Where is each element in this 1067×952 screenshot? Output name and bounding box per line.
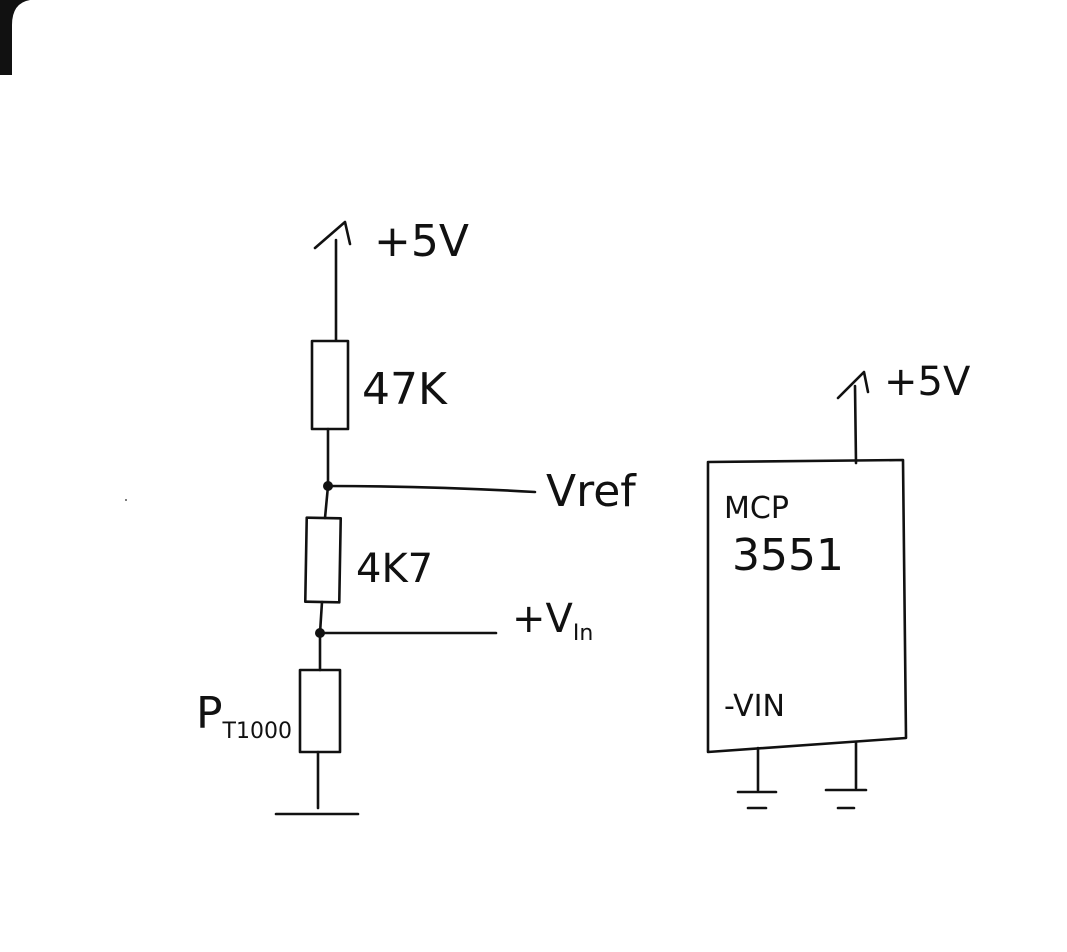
sensor-label-main: P <box>196 688 223 739</box>
chip-pin-vin-minus: -VIN <box>724 689 785 724</box>
chip-mcp3551-body <box>706 458 908 754</box>
vref-label: Vref <box>546 466 637 517</box>
vin-label-main: +V <box>512 596 574 642</box>
scan-speck <box>125 499 127 501</box>
resistor-47k <box>310 339 350 431</box>
supply-arrow-left <box>313 220 352 342</box>
chip-name-line2: 3551 <box>732 530 844 581</box>
supply-label-left: +5V <box>374 216 469 267</box>
ground-symbol-chip-2 <box>824 788 868 810</box>
sensor-pt1000 <box>298 668 342 754</box>
supply-label-right: +5V <box>884 359 971 405</box>
wire-vref-to-4k7 <box>323 484 330 520</box>
chip-name-line1: MCP <box>724 491 789 526</box>
vin-label-sub: In <box>573 621 593 646</box>
supply-arrow-right <box>836 370 870 465</box>
wire-vref-line <box>326 484 537 494</box>
resistor-4k7-label: 4K7 <box>356 546 433 592</box>
sensor-label-sub: T1000 <box>222 719 292 744</box>
scan-corner-mark <box>0 0 30 75</box>
sensor-label: PT1000 <box>196 688 292 744</box>
wire-4k7-to-vin <box>318 600 324 635</box>
resistor-47k-label: 47K <box>362 364 448 415</box>
resistor-4k7 <box>303 516 343 604</box>
ground-symbol-chip-1 <box>736 790 778 810</box>
vin-label: +VIn <box>512 596 593 646</box>
